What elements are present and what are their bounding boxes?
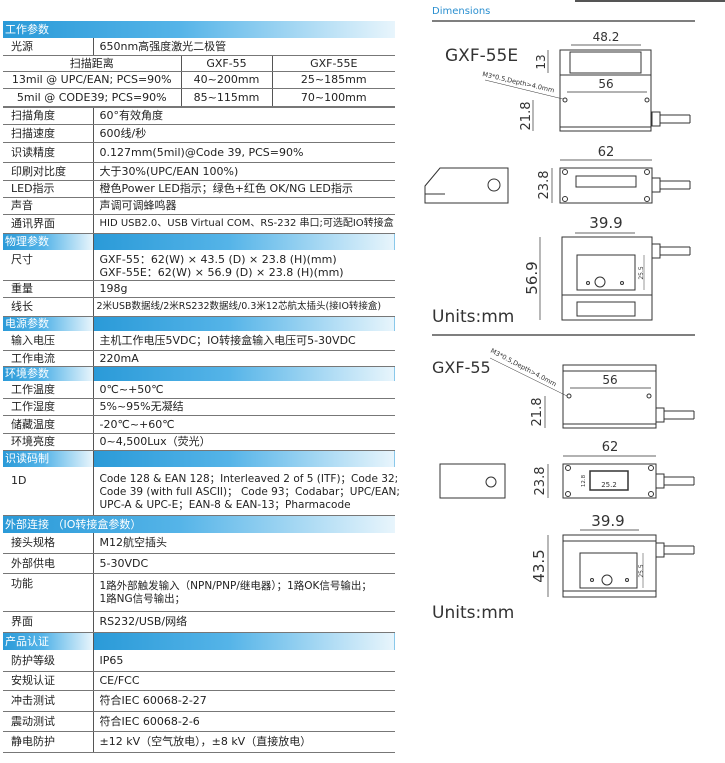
model-label: GXF-55E	[445, 46, 518, 66]
spec-row: 冲击测试符合IEC 60068-2-27	[3, 690, 395, 712]
dim-label: 25.5	[638, 564, 645, 578]
dim-label: 12.8	[581, 474, 587, 487]
hole-spec-label: M3*0.5,Depth>4.0mm	[489, 347, 558, 389]
dim-label: 56.9	[523, 261, 541, 294]
section-header: 识读码制	[3, 450, 395, 467]
section-header: 环境参数	[3, 366, 395, 381]
gxf55-drawing: GXF-55 M3*0.5,Depth>4.0mm 56 21.8 62 25.…	[432, 347, 695, 623]
spec-row: 储藏温度-20℃~+60℃	[3, 415, 395, 434]
dim-label: 39.9	[589, 214, 622, 232]
top-view	[559, 49, 652, 132]
dim-label: 25.5	[638, 266, 645, 280]
side-view	[424, 167, 509, 204]
dim-label: 25.2	[601, 481, 617, 489]
spec-row: LED指示橙色Power LED指示；绿色+红色 OK/NG LED指示	[3, 180, 395, 198]
section-header: 工作参数	[3, 21, 395, 38]
front-view	[559, 167, 653, 204]
units-label: Units:mm	[432, 603, 514, 623]
dim-label: 62	[598, 145, 615, 160]
dim-label: 21.8	[519, 102, 534, 131]
spec-row: 震动测试符合IEC 60068-2-6	[3, 711, 395, 732]
top-view	[562, 364, 657, 429]
section-header: 外部连接 （IO转接盒参数）	[3, 515, 395, 533]
units-label: Units:mm	[432, 307, 514, 327]
spec-row: 静电防护±12 kV（空气放电），±8 kV（直接放电）	[3, 731, 395, 753]
spec-row: 印刷对比度大于30%(UPC/EAN 100%)	[3, 162, 395, 181]
dim-label: 43.5	[530, 549, 548, 582]
dimensions-title: Dimensions	[432, 6, 491, 17]
section-header: 电源参数	[3, 316, 395, 331]
side-view	[439, 463, 506, 499]
dim-label: 56	[598, 77, 613, 91]
dim-label: 23.8	[533, 467, 548, 496]
bottom-view	[561, 236, 653, 321]
dim-label: 62	[602, 440, 619, 455]
bottom-view	[562, 534, 657, 598]
dim-label: 13	[534, 54, 548, 69]
spec-row: 声音声调可调蜂鸣器	[3, 197, 395, 215]
dim-label: 23.8	[537, 171, 552, 200]
dim-label: 48.2	[593, 30, 620, 44]
spec-row: 输入电压主机工作电压5VDC；IO转接盒输入电压可5-30VDC	[3, 331, 395, 351]
model-label: GXF-55	[432, 358, 491, 377]
dim-label: 56	[602, 373, 617, 387]
section-header: 物理参数	[3, 233, 395, 250]
section-header: 产品认证	[3, 632, 395, 650]
dim-label: 39.9	[591, 512, 624, 530]
hole-spec-label: M3*0.5,Depth>4.0mm	[482, 70, 556, 94]
dim-label: 21.8	[530, 398, 545, 427]
gxf55e-drawing: GXF-55E 48.2 13 M3*0.5,Depth>4.0mm 56 21…	[424, 30, 691, 327]
